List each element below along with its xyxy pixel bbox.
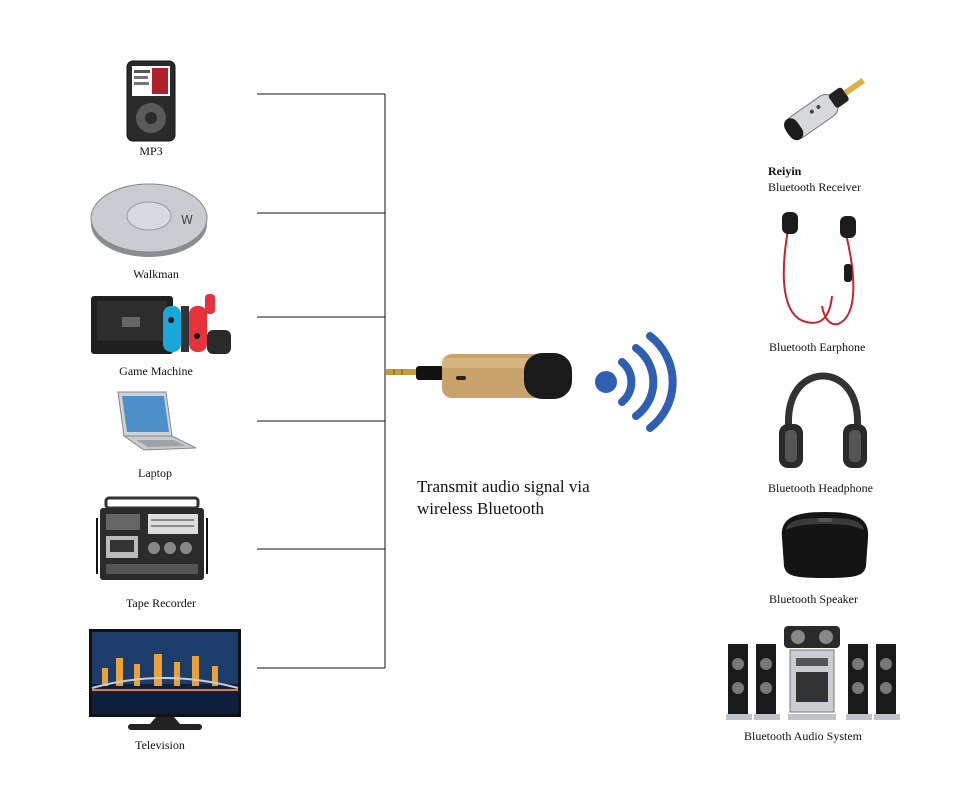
receiver-label-bluetooth-receiver: Bluetooth Receiver (768, 180, 861, 194)
receiver-label-bluetooth-audio-system: Bluetooth Audio System (744, 729, 863, 743)
earphone-icon (782, 212, 856, 326)
receiver-brand: Reiyin (768, 164, 802, 178)
source-label-game-machine: Game Machine (119, 364, 193, 378)
receiver-label-bluetooth-earphone: Bluetooth Earphone (769, 340, 866, 354)
svg-text:W: W (181, 213, 193, 227)
walkman-icon: W (90, 183, 208, 257)
source-label-laptop: Laptop (138, 466, 172, 480)
audio-system-icon (726, 626, 900, 720)
source-label-television: Television (135, 738, 185, 752)
tape-recorder-icon (96, 496, 208, 580)
caption-line-1: Transmit audio signal via (417, 477, 590, 496)
source-label-walkman: Walkman (133, 267, 179, 281)
speaker-icon (781, 512, 869, 578)
source-label-tape-recorder: Tape Recorder (125, 596, 197, 610)
game-console-icon (91, 294, 231, 354)
receiver-label-bluetooth-headphone: Bluetooth Headphone (768, 481, 873, 495)
mp3-player-icon (126, 60, 176, 142)
wireless-signal-icon (595, 332, 677, 432)
television-icon (89, 629, 241, 730)
caption-line-2: wireless Bluetooth (417, 499, 545, 518)
transmit-caption: Transmit audio signal via wireless Bluet… (417, 476, 590, 520)
bluetooth-receiver-icon (784, 78, 866, 141)
receiver-label-bluetooth-speaker: Bluetooth Speaker (769, 592, 858, 606)
laptop-icon (117, 391, 197, 451)
headphone-icon (779, 372, 867, 468)
source-label-mp3: MP3 (139, 144, 163, 158)
bluetooth-transmitter-icon (386, 353, 572, 399)
